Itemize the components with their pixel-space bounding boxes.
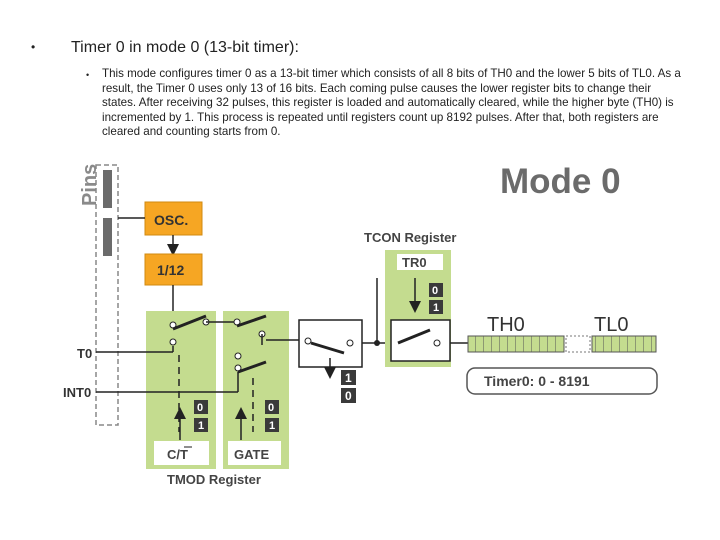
gate-box (228, 441, 281, 465)
osc-label: OSC. (154, 212, 188, 228)
pins-frame (95, 164, 119, 426)
th0-register (467, 335, 565, 353)
osc-block (144, 201, 203, 236)
gate-reg-bit-zero (265, 400, 279, 414)
tl0-register (591, 335, 657, 353)
sub-bullet-marker: • (86, 70, 90, 80)
mode-title: Mode 0 (500, 162, 621, 201)
description-paragraph: This mode configures timer 0 as a 13-bit… (102, 67, 681, 138)
pin-block-1 (103, 170, 112, 208)
tr0-bit-one-label: 1 (433, 302, 439, 314)
gate-reg-bit-one-label: 1 (269, 420, 275, 432)
t0-label: T0 (77, 346, 92, 361)
tr0-bit-zero-label: 0 (432, 285, 438, 297)
gate-bit-zero (341, 388, 356, 403)
pin-block-2 (103, 218, 112, 256)
gate-reg-bit-zero-label: 0 (268, 402, 274, 414)
divider-block (144, 253, 203, 286)
int0-label: INT0 (63, 385, 91, 400)
tr0-box (397, 254, 443, 270)
ct-box (154, 441, 209, 465)
tl0-label: TL0 (594, 314, 628, 336)
gate-label: GATE (234, 447, 269, 462)
ct-bit-zero-label: 0 (197, 402, 203, 414)
timer-range-box (466, 367, 658, 395)
tl0-upper-bits (565, 335, 591, 353)
ct-bit-one (194, 418, 208, 432)
gate-bit-one (341, 370, 356, 385)
ct-label: C/T (167, 447, 188, 462)
pins-label: Pins (79, 164, 101, 206)
gate-bit-one-label: 1 (345, 371, 352, 385)
ct-bit-one-label: 1 (198, 420, 204, 432)
divider-label: 1/12 (157, 262, 184, 278)
tr0-switch (390, 319, 451, 362)
tr0-bit-zero (429, 283, 443, 297)
ct-bit-zero (194, 400, 208, 414)
tr0-bit-one (429, 300, 443, 314)
tcon-label: TCON Register (364, 230, 456, 245)
th0-label: TH0 (487, 314, 525, 336)
slide-heading: Timer 0 in mode 0 (13-bit timer): (71, 39, 299, 56)
timer-range-label: Timer0: 0 - 8191 (484, 373, 590, 389)
tr0-label: TR0 (402, 255, 427, 270)
gate-bit-zero-label: 0 (345, 389, 352, 403)
bullet-marker: • (31, 40, 36, 54)
gate-reg-bit-one (265, 418, 279, 432)
tmod-label: TMOD Register (167, 472, 261, 487)
